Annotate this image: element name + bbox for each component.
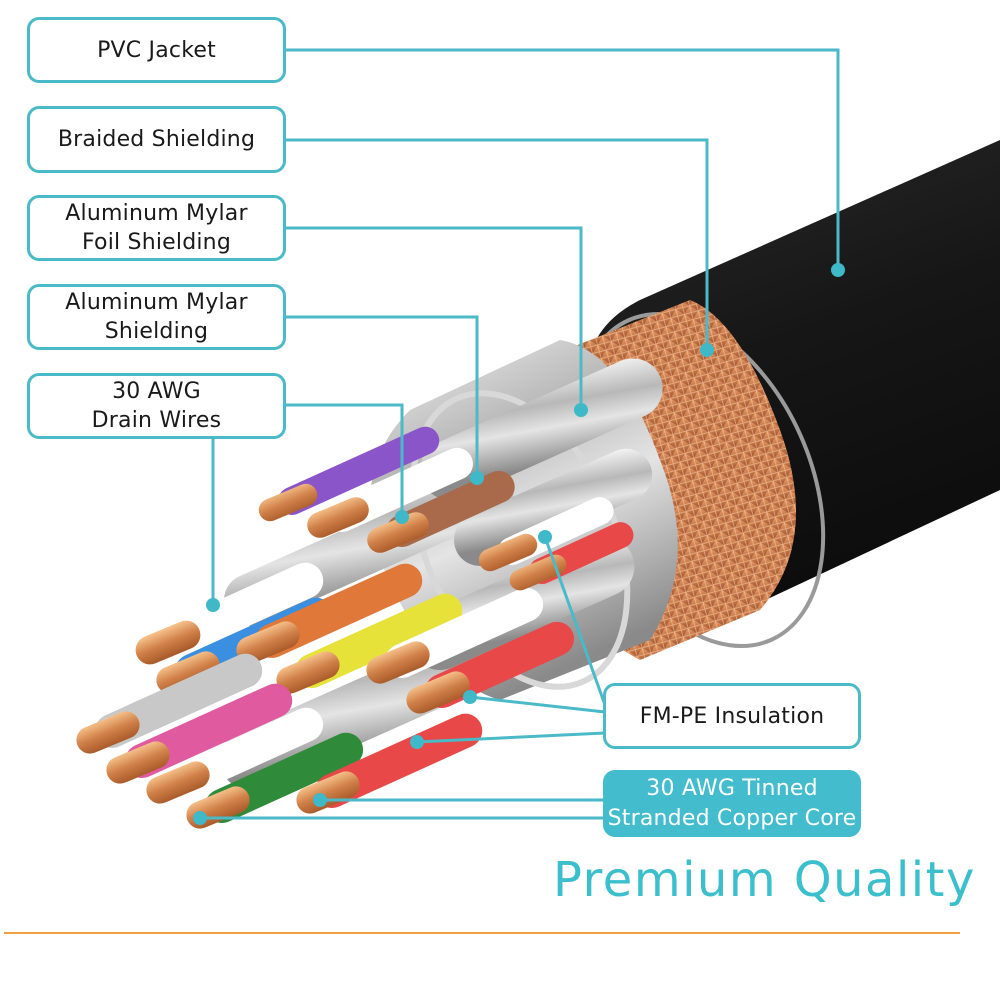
leader-line-braided-shielding	[285, 138, 709, 350]
leader-dot	[313, 793, 327, 807]
label-braided-shielding: Braided Shielding	[27, 106, 286, 173]
label-text: 30 AWG	[112, 379, 201, 404]
leader-line-fm-pe-b	[469, 695, 606, 714]
copper-strand-core	[76, 711, 140, 754]
copper-strand-core	[106, 741, 170, 784]
copper-strand-core	[146, 761, 210, 804]
label-tinned-copper-core: 30 AWG Tinned Stranded Copper Core	[603, 770, 861, 837]
label-text: Stranded Copper Core	[607, 805, 857, 831]
inner-wire-bundle	[76, 358, 663, 829]
label-pvc-jacket: PVC Jacket	[27, 17, 286, 83]
leader-line-fm-pe-c	[416, 731, 606, 744]
copper-strand-core	[236, 621, 300, 664]
label-aluminum-mylar-shielding: Aluminum Mylar Shielding	[27, 284, 286, 350]
leader-dot	[700, 343, 714, 357]
leader-dot	[193, 811, 207, 825]
label-text: Braided Shielding	[57, 127, 256, 152]
copper-strand-core	[366, 641, 430, 684]
leader-line-fm-pe-a	[543, 536, 607, 706]
leader-dots	[193, 263, 845, 825]
copper-strand-core	[478, 533, 538, 572]
copper-strand-core	[156, 651, 220, 694]
label-drain-wires: 30 AWG Drain Wires	[27, 373, 286, 439]
shielded-pair-jacket	[420, 358, 663, 500]
leader-dot	[574, 403, 588, 417]
copper-strand-core	[135, 620, 201, 665]
leader-dot	[410, 735, 424, 749]
headline-premium-quality: Premium Quality	[553, 852, 976, 908]
label-text: Aluminum Mylar	[65, 290, 248, 315]
leader-lines	[200, 48, 840, 820]
shielded-pair-jacket	[454, 448, 653, 566]
leader-dot	[538, 530, 552, 544]
leader-dot	[470, 471, 484, 485]
copper-strand-core	[307, 497, 369, 538]
leader-line-pvc-jacket	[285, 48, 840, 270]
leader-dot	[395, 510, 409, 524]
leader-line-mylar-shielding	[285, 315, 479, 478]
label-text: Aluminum Mylar	[65, 201, 248, 226]
copper-strand-core	[276, 651, 340, 694]
label-text: Drain Wires	[91, 408, 222, 433]
copper-strand-core	[509, 554, 567, 591]
copper-strand-core	[186, 786, 250, 829]
leader-line-drain-wires-a	[285, 403, 404, 517]
leader-dot	[831, 263, 845, 277]
label-text: FM-PE Insulation	[639, 703, 825, 729]
label-text: 30 AWG Tinned	[646, 775, 818, 801]
leader-line-foil-shielding	[285, 226, 583, 410]
leader-dot	[463, 690, 477, 704]
label-fm-pe-insulation: FM-PE Insulation	[603, 683, 861, 749]
leader-dot	[206, 598, 220, 612]
divider-rule	[4, 932, 960, 934]
label-text: PVC Jacket	[97, 37, 216, 63]
label-text: Shielding	[104, 319, 209, 344]
label-text: Foil Shielding	[81, 230, 231, 255]
copper-strand-core	[258, 483, 318, 522]
copper-strand-core	[367, 512, 429, 553]
label-aluminum-mylar-foil-shielding: Aluminum Mylar Foil Shielding	[27, 195, 286, 261]
copper-strand-core	[406, 671, 470, 714]
